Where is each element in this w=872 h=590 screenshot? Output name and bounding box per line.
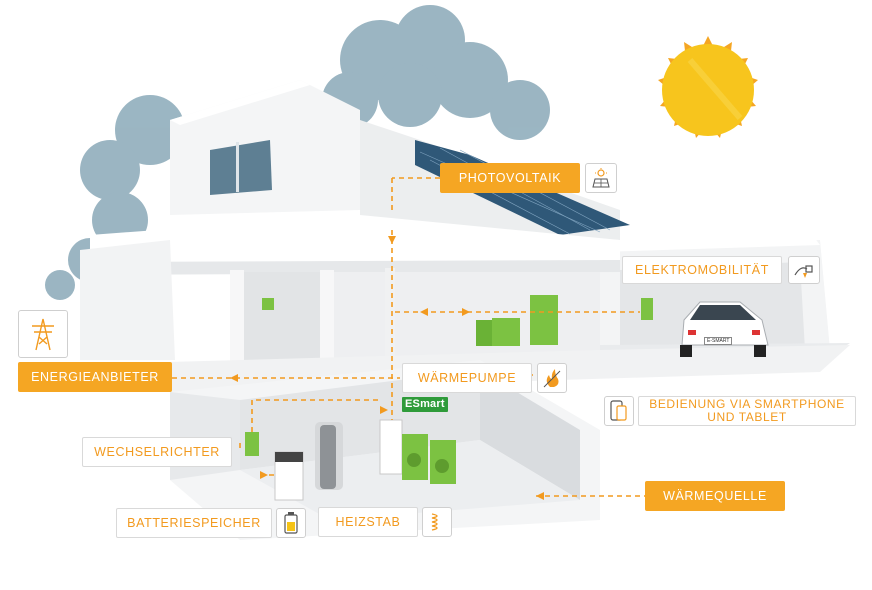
solar-panel-icon (585, 163, 617, 193)
heating-coil-icon (422, 507, 452, 537)
photovoltaik-label: PHOTOVOLTAIK (440, 163, 580, 193)
wechselrichter-label: WECHSELRICHTER (82, 437, 232, 467)
flow-arrowheads (230, 236, 544, 500)
background-trees (45, 5, 550, 300)
heizstab-label: HEIZSTAB (318, 507, 418, 537)
license-plate: E-SMART (704, 337, 733, 345)
ev-plug-icon (788, 256, 820, 284)
batteriespeicher-label: BATTERIESPEICHER (116, 508, 272, 538)
smartphone-tablet-icon (604, 396, 634, 426)
bedienung-label-line1: BEDIENUNG VIA SMARTPHONE (649, 397, 845, 411)
battery-icon (276, 508, 306, 538)
energieanbieter-label: ENERGIEANBIETER (18, 362, 172, 392)
appliances (245, 295, 653, 501)
waermepumpe-label: WÄRMEPUMPE (402, 363, 532, 393)
heat-pump-flame-icon (537, 363, 567, 393)
esmart-logo: ESmart (402, 397, 448, 412)
waermequelle-label: WÄRMEQUELLE (645, 481, 785, 511)
bedienung-label: BEDIENUNG VIA SMARTPHONE UND TABLET (638, 396, 856, 426)
elektromobilitaet-label: ELEKTROMOBILITÄT (622, 256, 782, 284)
sun-graphic (658, 36, 758, 138)
electric-car (680, 301, 769, 357)
power-pylon-icon (18, 310, 68, 358)
bedienung-label-line2: UND TABLET (707, 410, 787, 424)
